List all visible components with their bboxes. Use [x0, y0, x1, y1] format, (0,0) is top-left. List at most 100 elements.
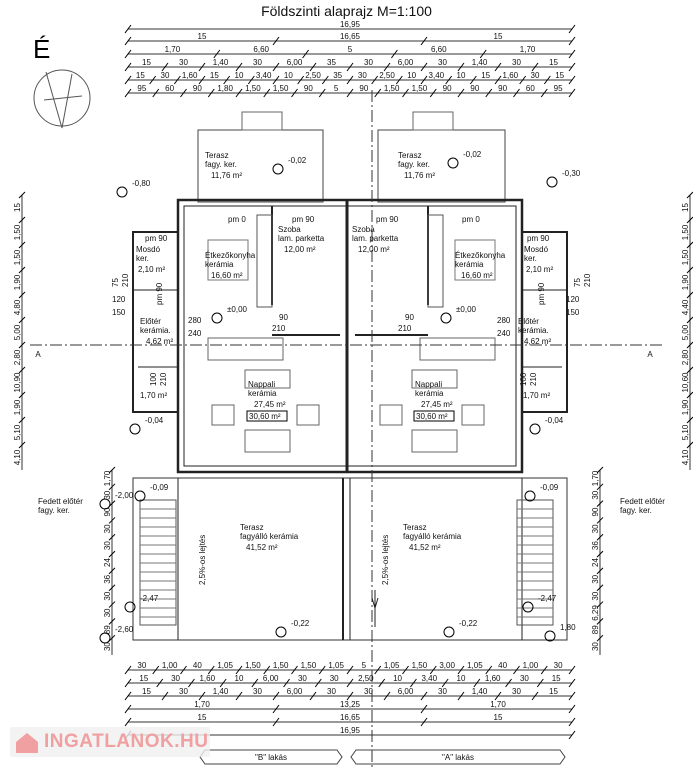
dimension-label: 1,50 [13, 249, 22, 265]
dimension-tick [543, 75, 551, 85]
dimension-tick [272, 75, 280, 85]
dimension-label: 1,90 [13, 399, 22, 415]
room-area: 16,60 m² [461, 271, 493, 280]
dimension-label: 1,60 [503, 71, 519, 80]
dimension-label: 5,10 [681, 424, 690, 440]
dimension-tick [283, 678, 290, 688]
room-area: 4,62 m² [146, 337, 173, 346]
room-area: 27,45 m² [421, 400, 453, 409]
dimension-label: 90 [443, 84, 452, 93]
dimension-tick [124, 24, 132, 34]
dimension-label: 1,90 [681, 274, 690, 290]
dimension-tick [198, 691, 206, 701]
opening-label: 210 [583, 273, 592, 287]
dimension-tick [18, 316, 26, 324]
dimension-label: 1,90 [13, 274, 22, 290]
dimension-tick [596, 517, 604, 524]
opening-label: 100 [149, 372, 158, 386]
dimension-tick [686, 241, 693, 249]
dimension-label: 3,40 [421, 674, 437, 683]
opening-label: 120 [566, 295, 580, 304]
dimension-tick [485, 665, 493, 675]
logo-text: INGATLANOK.HU [44, 731, 209, 752]
room-floor: kerámia [415, 389, 444, 398]
dimension-tick [124, 691, 132, 701]
dimension-tick [568, 717, 576, 727]
dimension-label: 30 [512, 58, 521, 67]
dimension-label: 15 [198, 32, 207, 41]
dimension-label: 1,00 [162, 661, 178, 670]
dimension-tick [494, 75, 502, 85]
dimension-tick [374, 88, 382, 98]
north-label: É [33, 34, 51, 64]
drawing-title: Földszinti alaprajz M=1:100 [261, 3, 432, 19]
dimension-tick [420, 717, 428, 727]
dimension-tick [686, 191, 693, 199]
dimension-label: 1,05 [384, 661, 400, 670]
dimension-label: 6,00 [398, 687, 414, 696]
dimension-tick [420, 704, 428, 714]
room-name: Fedett előtér [620, 497, 665, 506]
dimension-tick [108, 533, 116, 541]
dimension-label: 89 [591, 625, 600, 634]
dimension-label: 5,10 [13, 424, 22, 440]
dimension-tick [568, 49, 576, 59]
opening-label: 75 [573, 278, 582, 287]
dimension-tick [124, 678, 132, 688]
room-floor: kerámia. [518, 326, 549, 335]
entry-annex [521, 231, 568, 413]
room-name: Terasz [205, 151, 229, 160]
dimension-label: 30 [512, 687, 521, 696]
dimension-tick [272, 717, 280, 727]
level-mark: -2,47 [140, 594, 159, 603]
dimension-label: 6,00 [263, 674, 279, 683]
dimension-tick [374, 665, 382, 675]
dimension-tick [505, 678, 512, 688]
dimension-label: 10,90 [13, 372, 22, 393]
dimension-label: 1,50 [412, 84, 428, 93]
dimension-tick [161, 691, 169, 701]
dimension-tick [686, 416, 693, 424]
room-floor: lam. parketta [352, 234, 399, 243]
dimension-tick [568, 665, 576, 675]
room-name: Szoba [352, 225, 375, 234]
room-total-area: 30,60 m² [249, 412, 281, 421]
room-floor: fagy. ker. [38, 506, 70, 515]
dimension-label: 30 [591, 524, 600, 533]
dimension-label: 10 [407, 71, 416, 80]
dimension-tick [223, 75, 231, 85]
level-symbol-icon [99, 632, 111, 644]
dimension-tick [263, 665, 271, 675]
dimension-label: 4,40 [681, 299, 690, 315]
dimension-tick [272, 704, 280, 714]
dimension-tick [108, 567, 116, 575]
dimension-label: 15 [210, 71, 219, 80]
level-mark: -0,80 [132, 179, 151, 188]
opening-label: 210 [121, 273, 130, 287]
dimension-tick [390, 49, 398, 59]
dimension-tick [302, 49, 310, 59]
dimension-tick [686, 341, 693, 349]
dimension-label: 2,50 [305, 71, 321, 80]
room-total-area: 30,60 m² [416, 412, 448, 421]
dimension-label: 1,40 [472, 687, 488, 696]
level-symbol-icon [272, 163, 284, 175]
dimension-tick [479, 49, 487, 59]
dimension-label: 1,05 [467, 661, 483, 670]
dimension-label: 36 [591, 541, 600, 550]
opening-label: 1,70 m² [140, 391, 167, 400]
level-symbol-icon [116, 186, 128, 198]
dimension-tick [318, 665, 326, 675]
dimension-label: 10 [235, 674, 244, 683]
dimension-tick [152, 88, 160, 98]
room-name: Előtér [140, 317, 161, 326]
level-symbol-icon [211, 312, 223, 324]
room-floor: fagy. ker. [398, 160, 430, 169]
dimension-tick [213, 49, 221, 59]
dimension-tick [207, 88, 215, 98]
unit-a-marker [350, 749, 566, 765]
dimension-label: 2,50 [379, 71, 395, 80]
dimension-tick [568, 678, 576, 688]
dimension-tick [18, 241, 26, 249]
room-area: 2,10 m² [138, 265, 165, 274]
